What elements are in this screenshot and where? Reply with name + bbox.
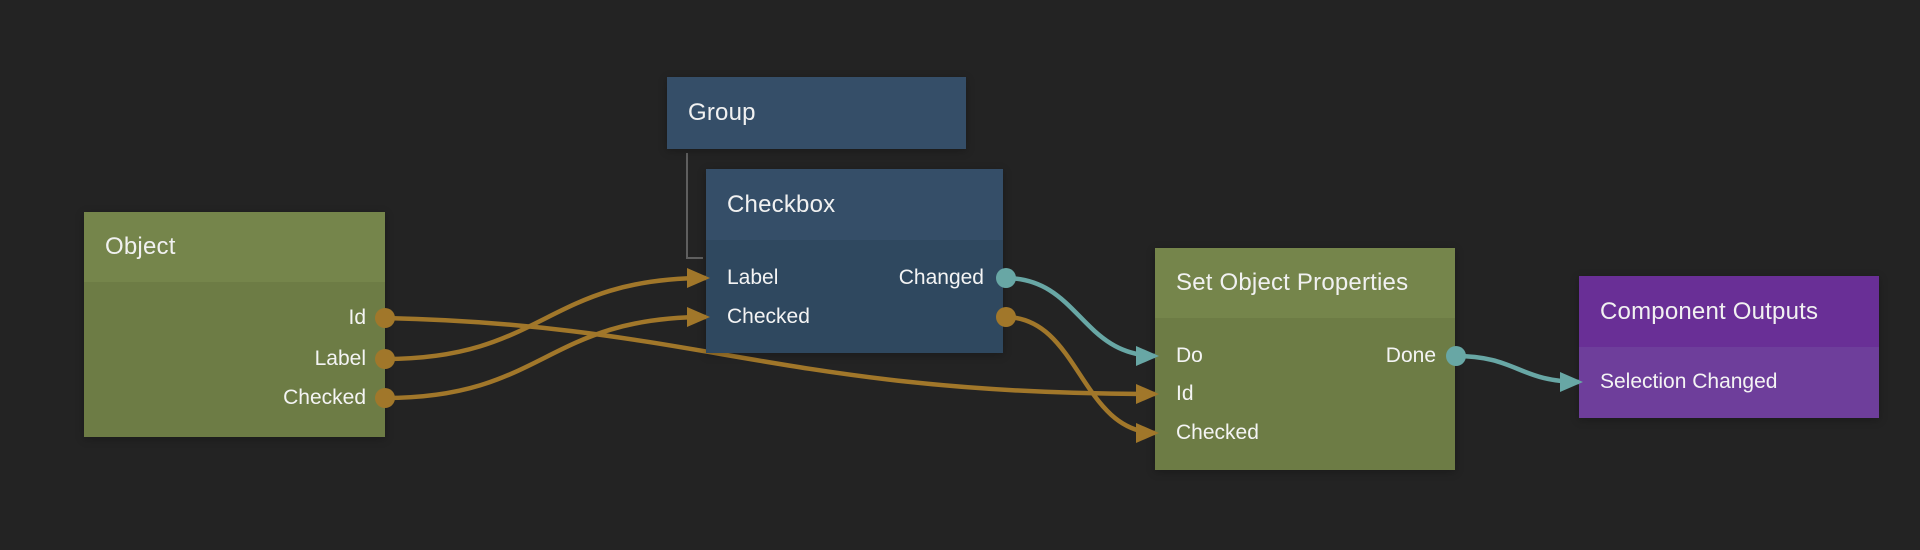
node-sop-header[interactable]: Set Object Properties	[1155, 248, 1455, 318]
port-row: Checked	[1155, 413, 1455, 453]
port-sop-do-label: Do	[1176, 344, 1203, 367]
port-checkbox-changed-label: Changed	[898, 266, 984, 289]
port-sop-id-label: Id	[1176, 382, 1194, 405]
port-checkbox-label-label: Label	[727, 266, 779, 289]
node-group[interactable]: Group	[667, 77, 966, 149]
node-object[interactable]: Object Id Label Checked	[84, 212, 385, 437]
node-component-outputs-title: Component Outputs	[1600, 297, 1819, 325]
port-sop-done-label: Done	[1385, 344, 1436, 367]
group-child-connector	[686, 153, 703, 259]
node-sop-title: Set Object Properties	[1176, 269, 1409, 296]
node-checkbox-title: Checkbox	[727, 190, 836, 218]
node-checkbox-header[interactable]: Checkbox	[706, 169, 1003, 240]
port-object-id-label: Id	[348, 306, 366, 329]
node-set-object-properties[interactable]: Set Object Properties Do Done Id Checked	[1155, 248, 1455, 470]
wire-checkbox-checked-to-sop-checked[interactable]	[1002, 314, 1160, 436]
node-component-outputs[interactable]: Component Outputs Selection Changed	[1579, 276, 1879, 418]
port-row: Id	[1155, 374, 1455, 414]
port-row: Checked	[84, 378, 385, 418]
node-component-outputs-header[interactable]: Component Outputs	[1579, 276, 1879, 347]
wire-object-id-to-sop-id[interactable]	[382, 315, 1158, 397]
wire-sop-done-to-component-outputs[interactable]	[1452, 353, 1584, 385]
port-row: Do Done	[1155, 336, 1455, 376]
node-object-title: Object	[105, 233, 176, 260]
node-checkbox[interactable]: Checkbox Label Changed Checked	[706, 169, 1003, 353]
port-row: Label Changed	[706, 258, 1003, 298]
wire-checkbox-changed-to-sop-do[interactable]	[1002, 275, 1160, 359]
wire-object-label-to-checkbox-label[interactable]	[382, 275, 709, 362]
port-sop-checked-label: Checked	[1176, 421, 1259, 444]
node-group-title: Group	[688, 99, 756, 126]
node-object-header[interactable]: Object	[84, 212, 385, 282]
port-row: Id	[84, 298, 385, 338]
port-object-label-label: Label	[314, 347, 366, 370]
port-row: Selection Changed	[1579, 362, 1879, 402]
port-selection-changed-label: Selection Changed	[1600, 370, 1778, 393]
port-row: Checked	[706, 297, 1003, 337]
node-group-header[interactable]: Group	[667, 77, 966, 149]
port-object-checked-label: Checked	[283, 386, 366, 409]
port-checkbox-checked-label: Checked	[727, 305, 810, 328]
port-row: Label	[84, 339, 385, 379]
wire-object-checked-to-checkbox-checked[interactable]	[382, 314, 709, 401]
